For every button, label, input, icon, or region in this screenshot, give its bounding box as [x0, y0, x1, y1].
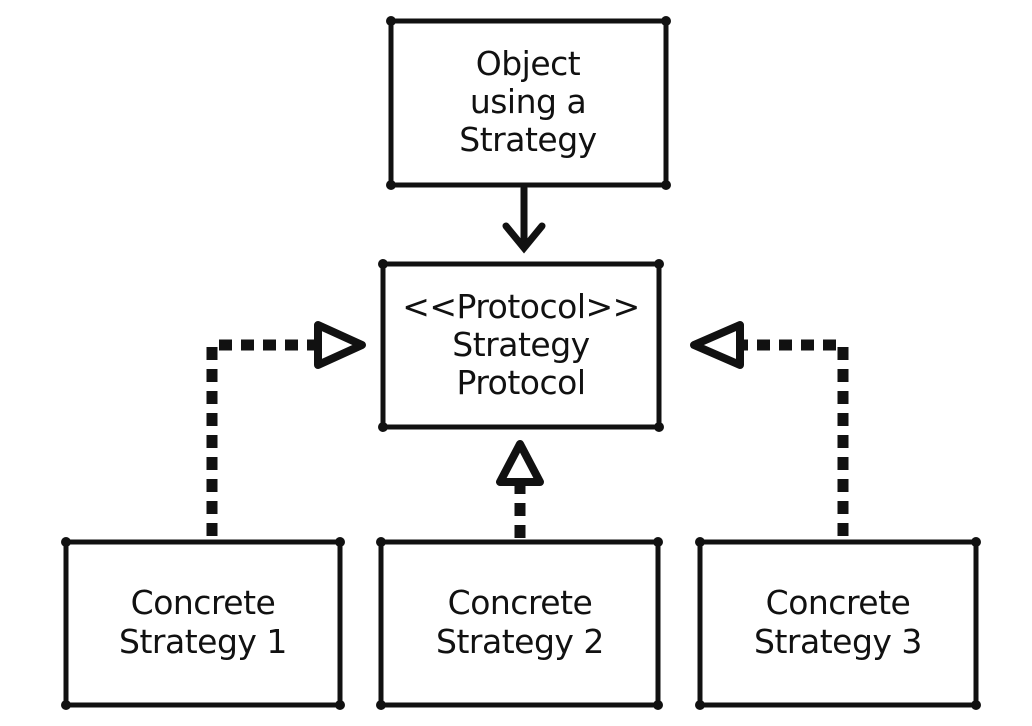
node-concrete-strategy-2: Concrete Strategy 2: [376, 537, 663, 710]
node-label-line: Strategy: [452, 325, 589, 364]
node-strategy-protocol: <<Protocol>> Strategy Protocol: [378, 259, 664, 432]
hollow-triangle-arrow-icon: [314, 321, 366, 369]
node-label-line: <<Protocol>>: [402, 287, 640, 326]
node-label-line: using a: [470, 82, 586, 121]
node-object-using-strategy: Object using a Strategy: [386, 16, 671, 190]
node-label-line: Strategy 3: [754, 622, 922, 661]
node-label-line: Strategy: [459, 120, 596, 159]
node-concrete-strategy-1: Concrete Strategy 1: [61, 537, 345, 710]
node-label-line: Concrete: [448, 583, 593, 622]
node-label-line: Protocol: [457, 363, 586, 402]
node-concrete-strategy-3: Concrete Strategy 3: [695, 537, 981, 710]
node-label-line: Strategy 1: [119, 622, 287, 661]
node-label-line: Concrete: [131, 583, 276, 622]
node-label-line: Strategy 2: [436, 622, 604, 661]
edge-concrete1-to-protocol: [206, 321, 366, 536]
edge-context-to-protocol: [502, 184, 546, 254]
hollow-triangle-arrow-icon: [496, 440, 544, 486]
node-label-line: Object: [476, 44, 581, 83]
edge-concrete2-to-protocol: [496, 440, 544, 538]
node-label-line: Concrete: [766, 583, 911, 622]
edge-concrete3-to-protocol: [690, 321, 849, 536]
hollow-triangle-arrow-icon: [690, 321, 744, 369]
open-arrowhead-icon: [502, 222, 546, 254]
